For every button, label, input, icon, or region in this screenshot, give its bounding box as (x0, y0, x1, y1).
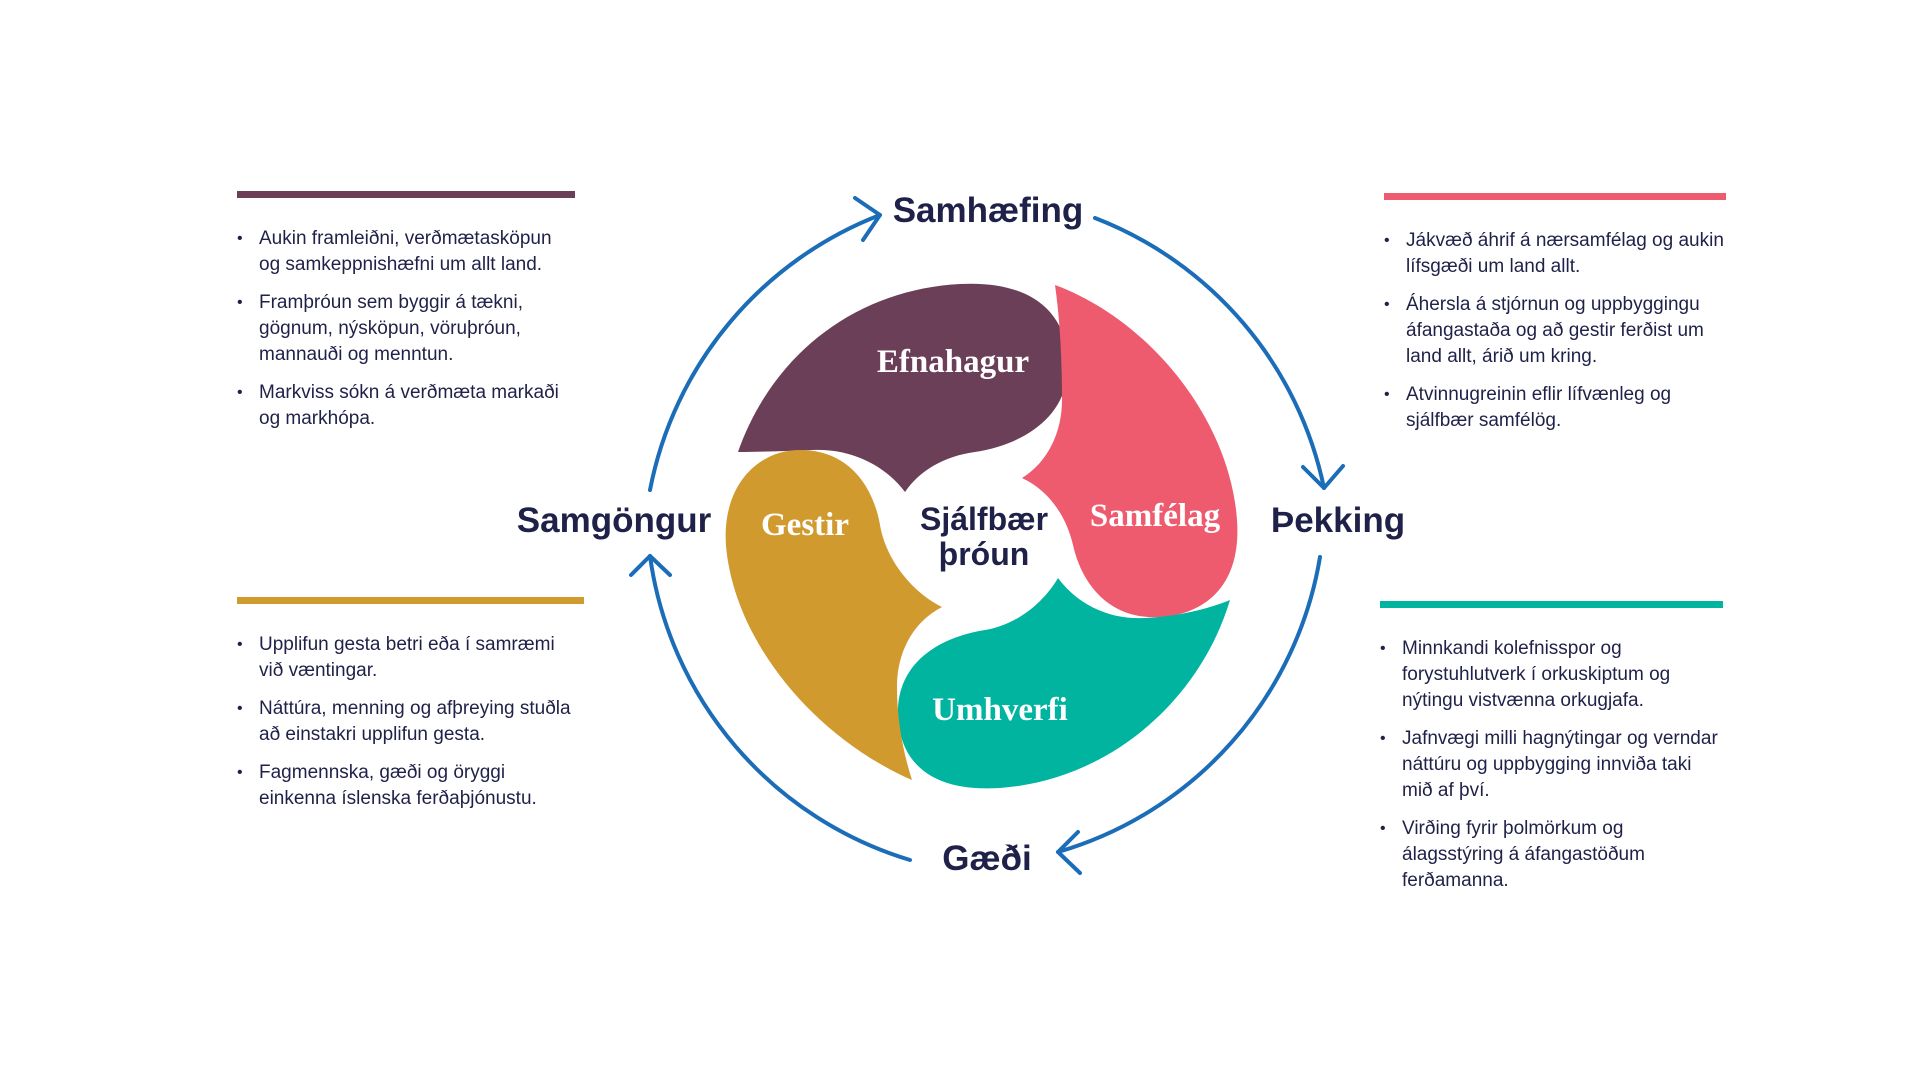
center-label-line2: þróun (939, 536, 1030, 572)
list-item: Markviss sókn á verðmæta markaði og mark… (237, 380, 575, 432)
panel-list-umhverfi: Minnkandi kolefnisspor og forystuhlutver… (1380, 636, 1723, 894)
arc-right-to-bottom (1056, 555, 1322, 854)
cycle-label-samhaefing: Samhæfing (893, 191, 1084, 230)
panel-gestir: Upplifun gesta betri eða í samræmi við v… (237, 597, 584, 824)
arrowhead-right (1301, 464, 1345, 490)
petal-label-umhverfi: Umhverfi (932, 692, 1068, 728)
arrowhead-top (853, 196, 882, 242)
petal-label-efnahagur: Efnahagur (877, 344, 1029, 380)
petal-label-gestir: Gestir (761, 507, 849, 543)
list-item: Jafnvægi milli hagnýtingar og verndar ná… (1380, 726, 1723, 804)
petal-gestir (725, 450, 942, 780)
panel-umhverfi: Minnkandi kolefnisspor og forystuhlutver… (1380, 601, 1723, 906)
panel-rule-umhverfi (1380, 601, 1723, 608)
list-item: Minnkandi kolefnisspor og forystuhlutver… (1380, 636, 1723, 714)
arrowhead-left (629, 554, 672, 577)
list-item: Áhersla á stjórnun og uppbyggingu áfanga… (1384, 292, 1726, 370)
panel-list-gestir: Upplifun gesta betri eða í samræmi við v… (237, 632, 584, 812)
arrowhead-bottom (1056, 830, 1082, 875)
petal-umhverfi (898, 578, 1230, 789)
petal-label-samfelag: Samfélag (1090, 498, 1221, 534)
arc-top-to-right (1093, 216, 1326, 490)
panel-rule-samfelag (1384, 193, 1726, 200)
center-label-line1: Sjálfbær (920, 501, 1048, 537)
list-item: Atvinnugreinin eflir lífvænleg og sjálfb… (1384, 382, 1726, 434)
arc-bottom-to-left (648, 554, 912, 862)
list-item: Upplifun gesta betri eða í samræmi við v… (237, 632, 584, 684)
panel-rule-efnahagur (237, 191, 575, 198)
panel-list-samfelag: Jákvæð áhrif á nærsamfélag og aukin lífs… (1384, 228, 1726, 434)
panel-list-efnahagur: Aukin framleiðni, verðmætasköpun og samk… (237, 226, 575, 432)
cycle-label-thekking: Þekking (1271, 501, 1405, 540)
petal-efnahagur (738, 283, 1069, 492)
list-item: Aukin framleiðni, verðmætasköpun og samk… (237, 226, 575, 278)
panel-samfelag: Jákvæð áhrif á nærsamfélag og aukin lífs… (1384, 193, 1726, 446)
list-item: Framþróun sem byggir á tækni, gögnum, ný… (237, 290, 575, 368)
list-item: Fagmennska, gæði og öryggi einkenna ísle… (237, 760, 584, 812)
panel-rule-gestir (237, 597, 584, 604)
panel-efnahagur: Aukin framleiðni, verðmætasköpun og samk… (237, 191, 575, 444)
list-item: Náttúra, menning og afþreying stuðla að … (237, 696, 584, 748)
petal-samfelag (1022, 285, 1238, 618)
cycle-label-samgongur: Samgöngur (517, 501, 712, 540)
list-item: Jákvæð áhrif á nærsamfélag og aukin lífs… (1384, 228, 1726, 280)
list-item: Virðing fyrir þolmörkum og álagsstýring … (1380, 816, 1723, 894)
cycle-arrows (629, 196, 1345, 875)
arc-left-to-top (648, 213, 882, 492)
cycle-label-gaedi: Gæði (942, 839, 1031, 878)
